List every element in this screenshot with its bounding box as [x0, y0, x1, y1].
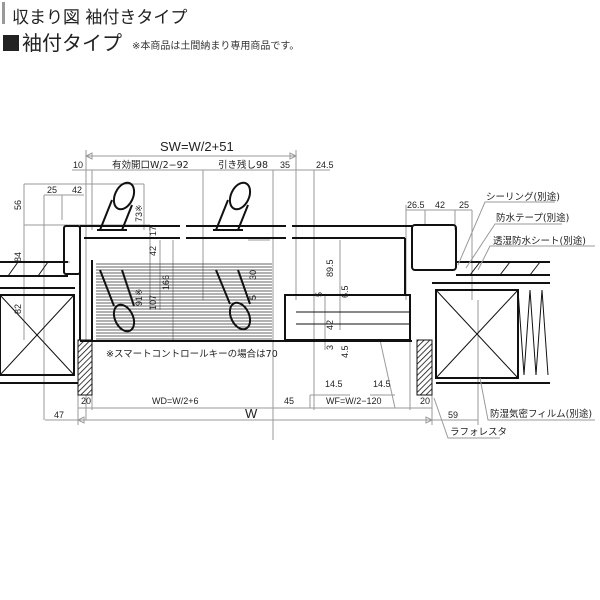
dim-45: 45: [284, 396, 294, 406]
sw-label: SW=W/2+51: [160, 139, 234, 154]
dim-25-right: 25: [459, 200, 469, 210]
dim-166: 166: [161, 275, 171, 290]
product-note: ※本商品は土間納まり専用商品です。: [132, 41, 300, 52]
dim-107: 107: [148, 295, 158, 310]
draw-remaining-label: 引き残し98: [218, 159, 268, 171]
wf-label: WF=W/2−120: [326, 396, 382, 406]
callouts: シーリング(別途) 防水テープ(別途) 透湿防水シート(別途) 防湿気密フィルム…: [433, 191, 595, 439]
dim-26-5: 26.5: [407, 200, 425, 210]
left-wall: [0, 225, 93, 396]
dim-42-left: 42: [72, 185, 82, 195]
section-title: 収まり図 袖付きタイプ: [12, 8, 188, 28]
dim-35: 35: [280, 160, 290, 170]
handle-icon: [97, 181, 252, 333]
door-frame: [79, 225, 412, 342]
dim-20-right: 20: [420, 396, 430, 406]
dim-20-left: 20: [81, 396, 91, 406]
dim-25-left: 25: [47, 185, 57, 195]
dim-24-5: 24.5: [316, 160, 334, 170]
dim-30: 30: [248, 270, 258, 280]
type-title-text: 袖付タイプ: [22, 31, 122, 55]
dim-14-5a: 14.5: [325, 379, 343, 389]
callout-breathable-sheet: 透湿防水シート(別途): [493, 235, 586, 247]
dim-17: 17: [148, 226, 158, 236]
header: 収まり図 袖付きタイプ 袖付タイプ ※本商品は土間納まり専用商品です。: [0, 0, 600, 60]
w-label: W: [245, 406, 258, 421]
title-accent-bar: [2, 2, 5, 24]
dim-14-5b: 14.5: [373, 379, 391, 389]
callout-vapor-film: 防湿気密フィルム(別途): [490, 408, 592, 420]
callout-sealing: シーリング(別途): [486, 191, 560, 203]
dim-56: 56: [13, 200, 23, 210]
dim-73: 73※: [134, 204, 144, 222]
callout-waterproof-tape: 防水テープ(別途): [496, 212, 569, 224]
dim-91: 91※: [134, 288, 144, 306]
dimension-labels: SW=W/2+51 10 有効開口W/2−92 引き残し98 35 24.5 2…: [13, 139, 469, 421]
callout-laforesta: ラフォレスタ: [450, 427, 507, 438]
dim-6-5: 6.5: [340, 285, 350, 298]
dim-5b: 5: [314, 292, 324, 297]
dim-82: 82: [13, 304, 23, 314]
smart-key-note: ※スマートコントロールキーの場合は70: [106, 348, 278, 360]
dim-89-5: 89.5: [325, 259, 335, 277]
dim-59: 59: [448, 410, 458, 420]
square-bullet-icon: [3, 35, 19, 51]
dim-5a: 5: [248, 295, 258, 300]
wd-label: WD=W/2+6: [152, 396, 199, 406]
effective-opening-label: 有効開口W/2−92: [112, 159, 189, 171]
right-wall: [411, 224, 550, 396]
dim-42-right: 42: [435, 200, 445, 210]
type-title: 袖付タイプ: [3, 27, 122, 56]
dim-10: 10: [73, 160, 83, 170]
dim-3: 3: [325, 345, 335, 350]
dim-47: 47: [54, 410, 64, 420]
dim-42-screen: 42: [325, 320, 335, 330]
dim-4-5: 4.5: [340, 345, 350, 358]
dim-42-v: 42: [148, 246, 158, 256]
dim-84: 84: [13, 252, 23, 262]
